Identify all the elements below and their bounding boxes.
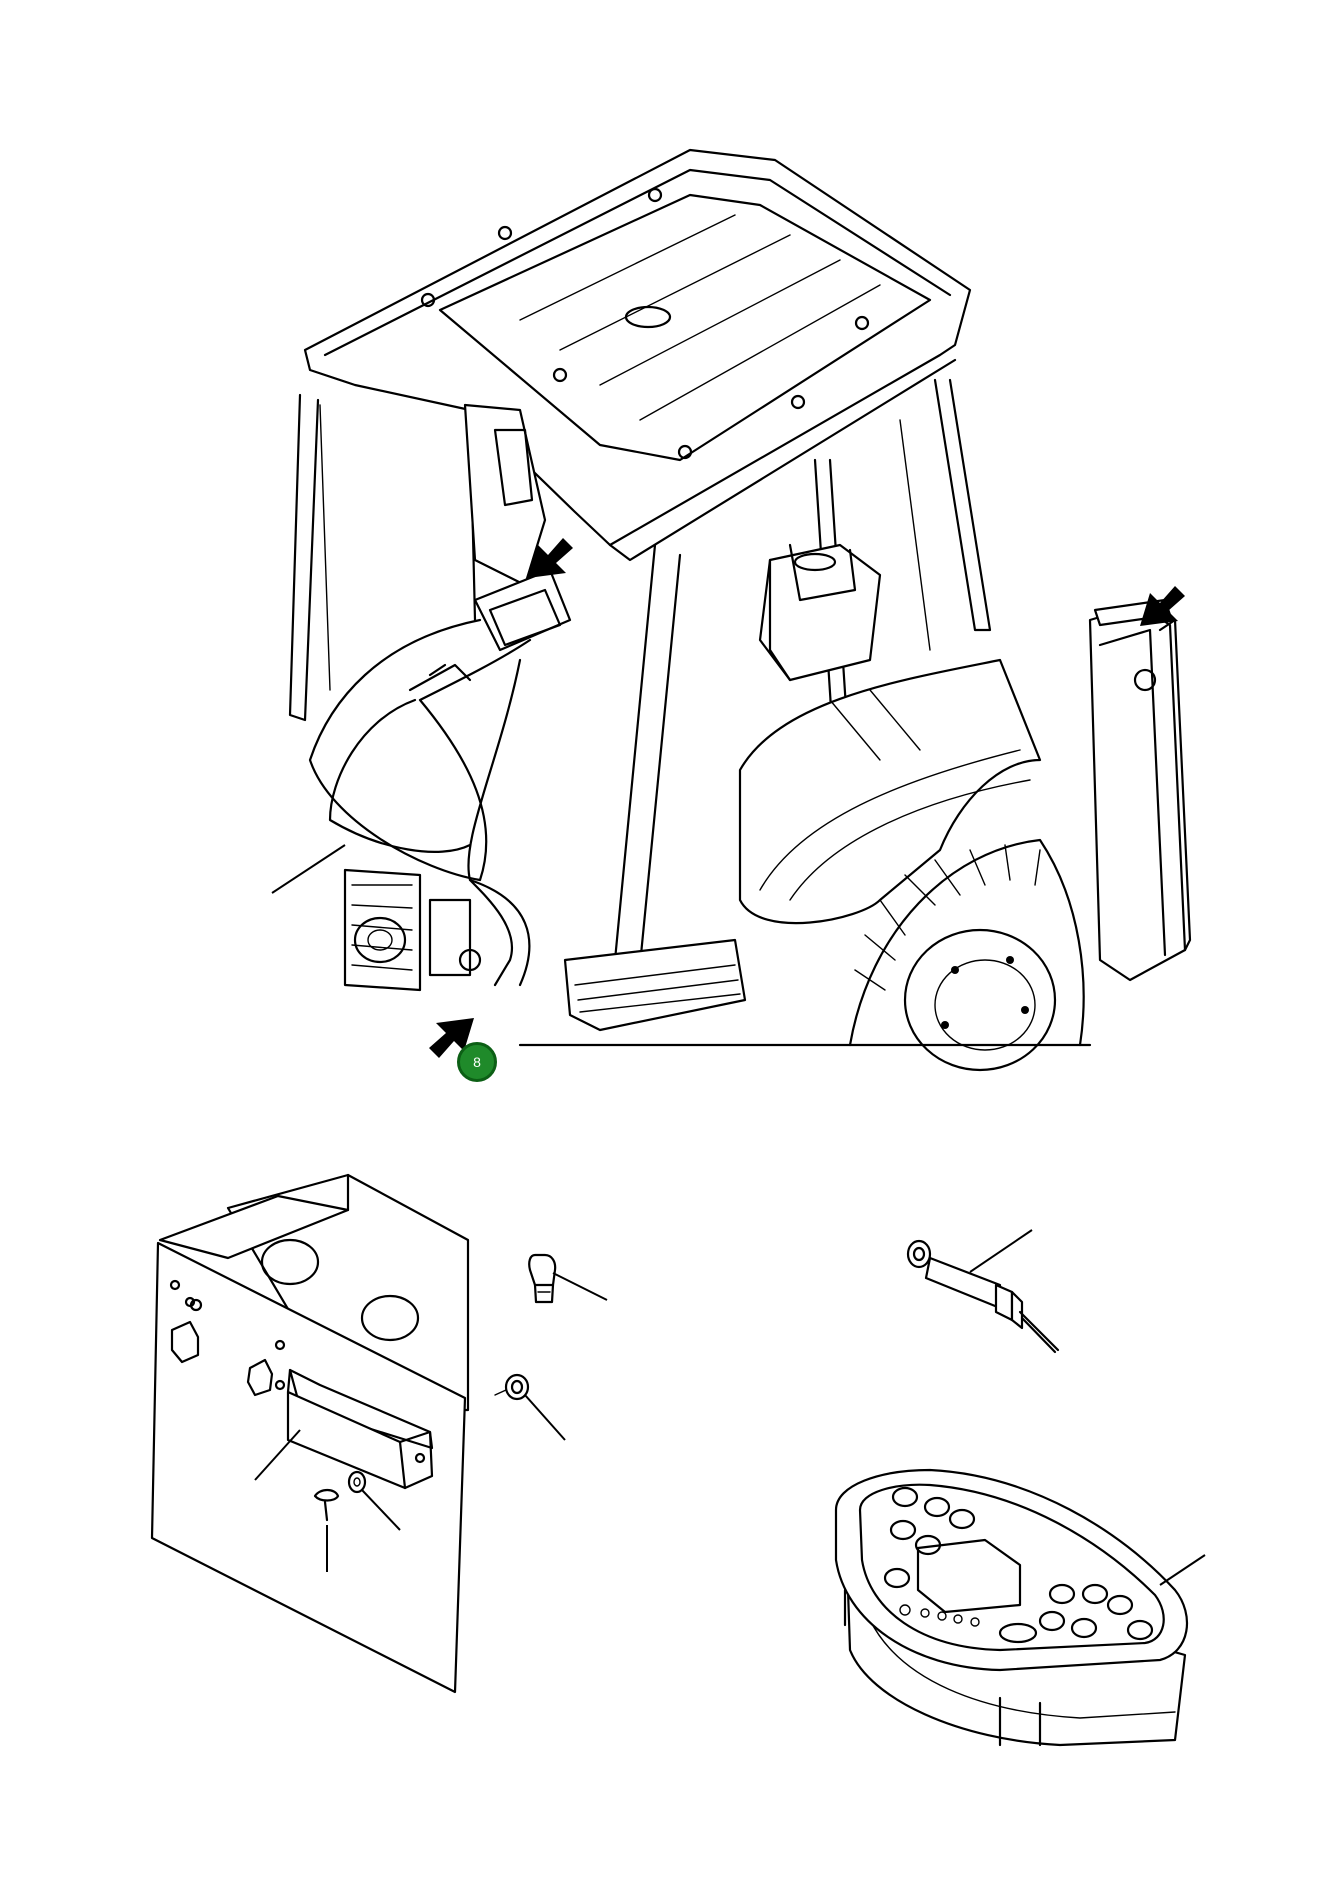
- instrument-cluster: [834, 1468, 1189, 1747]
- temperature-sensor: [906, 1239, 1060, 1354]
- callout-number: 8: [473, 1054, 481, 1070]
- washer: [347, 1470, 367, 1494]
- arrow-icon: [528, 538, 573, 578]
- plate-light-bracket: [150, 1173, 470, 1694]
- cluster-buttons: [883, 1486, 1154, 1644]
- leader-line: [271, 844, 346, 894]
- arrow-icon: [1140, 586, 1185, 626]
- backhoe-cab-illustration: [288, 148, 1192, 1072]
- screw: [313, 1488, 340, 1522]
- callout-marker[interactable]: 8: [457, 1042, 497, 1082]
- plate-light-bulb: [528, 1253, 557, 1304]
- plate-light-lens: [286, 1368, 434, 1490]
- grommet: [494, 1373, 530, 1401]
